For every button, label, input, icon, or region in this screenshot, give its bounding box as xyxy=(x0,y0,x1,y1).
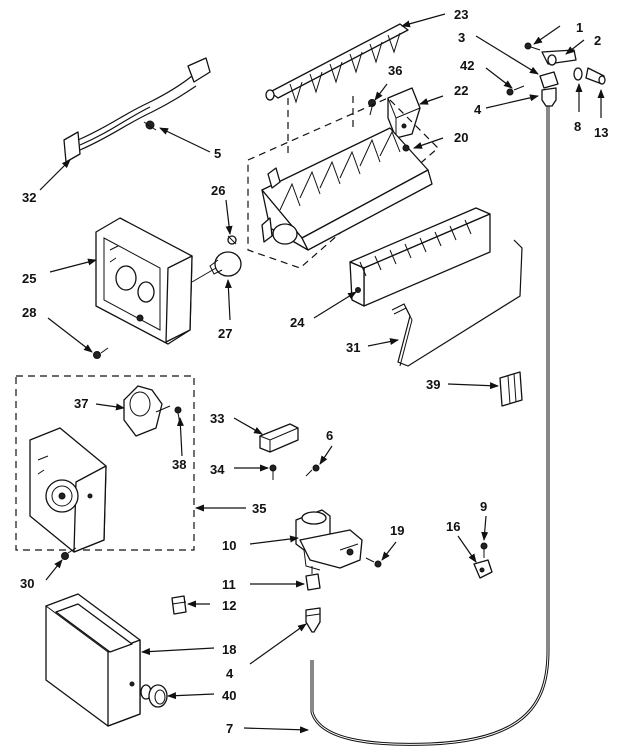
callout-31: 31 xyxy=(346,340,360,355)
callout-8: 8 xyxy=(574,119,581,134)
part-20-ice-mold xyxy=(247,97,439,269)
part-31-shutoff-arm xyxy=(391,239,523,367)
callout-2: 2 xyxy=(594,33,601,48)
callout-12: 12 xyxy=(222,598,236,613)
callout-4-lower: 4 xyxy=(226,666,234,681)
part-8-ferrule xyxy=(573,67,583,81)
part-2-bracket xyxy=(541,49,577,66)
callout-34: 34 xyxy=(210,462,225,477)
callout-labels: 23 36 22 20 1 2 3 42 4 8 13 5 32 26 25 2… xyxy=(20,7,608,736)
part-13-nut xyxy=(585,67,606,85)
callout-6: 6 xyxy=(326,428,333,443)
part-40-knob xyxy=(140,684,168,708)
callout-36: 36 xyxy=(388,63,402,78)
part-4-lower-fitting xyxy=(305,607,321,633)
leader-lines xyxy=(39,13,605,734)
part-32-harness xyxy=(63,57,211,163)
part-16-clamp xyxy=(473,559,493,579)
part-6-screw xyxy=(305,464,320,477)
callout-1: 1 xyxy=(576,20,583,35)
callout-5: 5 xyxy=(214,146,221,161)
part-37-motor xyxy=(123,385,171,437)
part-36-screw xyxy=(368,99,376,116)
callout-38: 38 xyxy=(172,457,186,472)
part-33-bracket xyxy=(259,423,299,453)
part-30-screw xyxy=(61,547,77,560)
part-9-screw xyxy=(480,542,488,558)
part-4-upper-fitting xyxy=(541,87,557,107)
callout-40: 40 xyxy=(222,688,236,703)
part-3-valve-body xyxy=(539,71,559,89)
callout-13: 13 xyxy=(594,125,608,140)
callout-19: 19 xyxy=(390,523,404,538)
callout-24: 24 xyxy=(290,315,305,330)
callout-42: 42 xyxy=(460,58,474,73)
part-18-cover xyxy=(45,593,141,727)
callout-10: 10 xyxy=(222,538,236,553)
part-26-coupler xyxy=(227,235,237,245)
callout-26: 26 xyxy=(211,183,225,198)
part-1-screw xyxy=(524,42,541,51)
part-10-water-valve xyxy=(295,509,363,571)
part-7-water-tube xyxy=(310,100,550,746)
callout-30: 30 xyxy=(20,576,34,591)
callout-33: 33 xyxy=(210,411,224,426)
part-27-gear xyxy=(191,251,242,283)
callout-11: 11 xyxy=(222,577,236,592)
callout-16: 16 xyxy=(446,519,460,534)
callout-18: 18 xyxy=(222,642,236,657)
callout-27: 27 xyxy=(218,326,232,341)
callout-25: 25 xyxy=(22,271,36,286)
part-39-clip xyxy=(499,371,523,407)
part-24-heater xyxy=(349,207,491,307)
part-23-ejector xyxy=(265,23,409,104)
callout-9: 9 xyxy=(480,499,487,514)
callout-7: 7 xyxy=(226,721,233,736)
part-19-screw xyxy=(365,557,382,568)
callout-39: 39 xyxy=(426,377,440,392)
part-42-screw xyxy=(506,85,525,96)
part-28-screw xyxy=(93,347,109,359)
part-11-nut xyxy=(305,566,321,591)
part-25-housing xyxy=(95,217,193,345)
callout-20: 20 xyxy=(454,130,468,145)
part-12-grommet xyxy=(171,595,187,615)
part-5-clip xyxy=(143,120,157,131)
part-22-bracket xyxy=(387,87,421,139)
part-35-control-assembly xyxy=(15,375,195,553)
callout-28: 28 xyxy=(22,305,36,320)
callout-23: 23 xyxy=(454,7,468,22)
callout-3: 3 xyxy=(458,30,465,45)
callout-32: 32 xyxy=(22,190,36,205)
callout-37: 37 xyxy=(74,396,88,411)
callout-4-upper: 4 xyxy=(474,102,482,117)
callout-35: 35 xyxy=(252,501,266,516)
part-34-screw xyxy=(269,464,277,480)
callout-22: 22 xyxy=(454,83,468,98)
